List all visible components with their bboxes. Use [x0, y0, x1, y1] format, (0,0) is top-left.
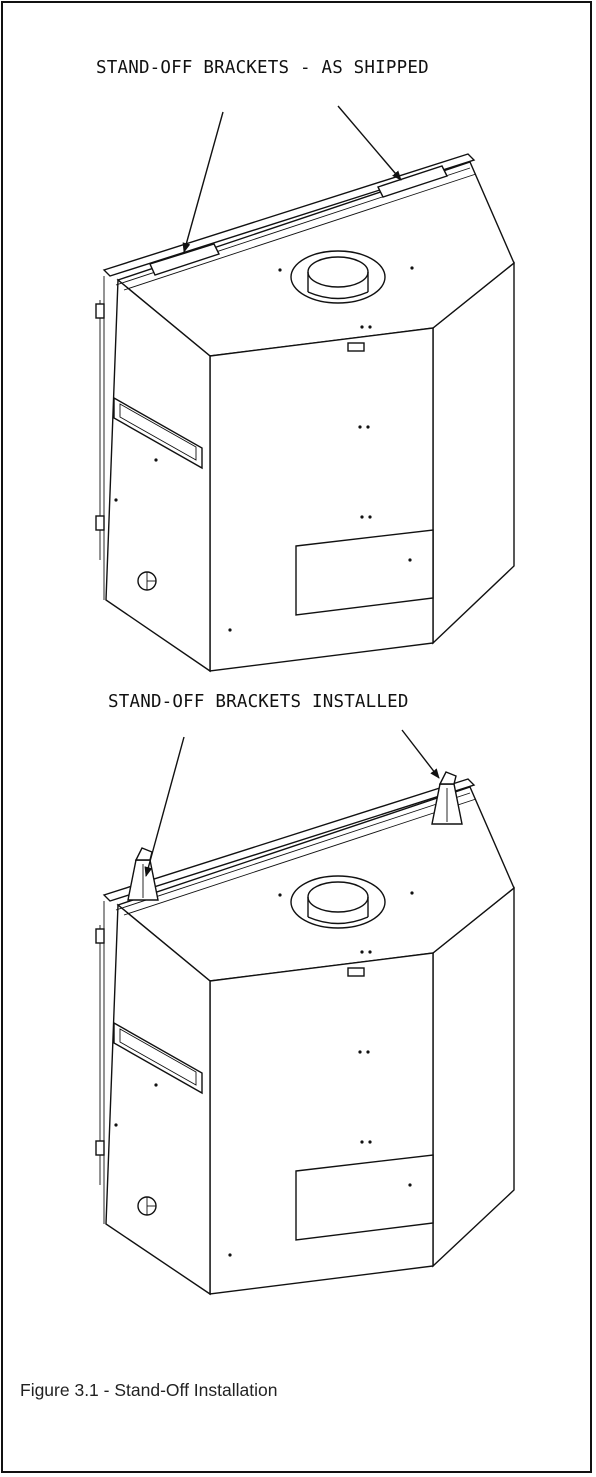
mounting-tab	[347, 342, 365, 352]
leader-arrow-shipped-right	[337, 105, 402, 181]
figure-caption: Figure 3.1 - Stand-Off Installation	[20, 1380, 278, 1400]
side-handle	[113, 396, 203, 470]
gas-inlet-knockout	[137, 571, 157, 591]
callout-installed: STAND-OFF BRACKETS INSTALLED	[108, 692, 409, 712]
bracket-installed-left	[127, 847, 159, 901]
flue-collar	[290, 875, 386, 929]
leader-arrow-installed-right	[401, 729, 440, 779]
access-panel	[295, 1154, 434, 1241]
bracket-installed-right	[431, 771, 463, 825]
front-panel	[209, 952, 434, 1295]
leader-arrow-installed-left	[144, 736, 185, 877]
leader-arrow-shipped-left	[182, 111, 224, 253]
mounting-tab	[347, 967, 365, 977]
rear-flange	[102, 153, 476, 277]
fireplace-unit-as-shipped	[95, 153, 515, 673]
bracket-shipped-left	[149, 243, 220, 276]
side-handle	[113, 1021, 203, 1095]
bracket-shipped-right	[377, 165, 448, 198]
right-side-panel	[432, 261, 515, 645]
access-panel	[295, 529, 434, 616]
rear-flange	[102, 778, 476, 902]
left-side-panel	[105, 278, 211, 673]
gas-inlet-knockout	[137, 1196, 157, 1216]
front-panel	[209, 327, 434, 672]
callout-as-shipped: STAND-OFF BRACKETS - AS SHIPPED	[96, 58, 429, 78]
left-side-panel	[105, 903, 211, 1296]
flue-collar	[290, 250, 386, 304]
right-side-panel	[432, 886, 515, 1268]
fireplace-unit-installed	[95, 771, 515, 1296]
